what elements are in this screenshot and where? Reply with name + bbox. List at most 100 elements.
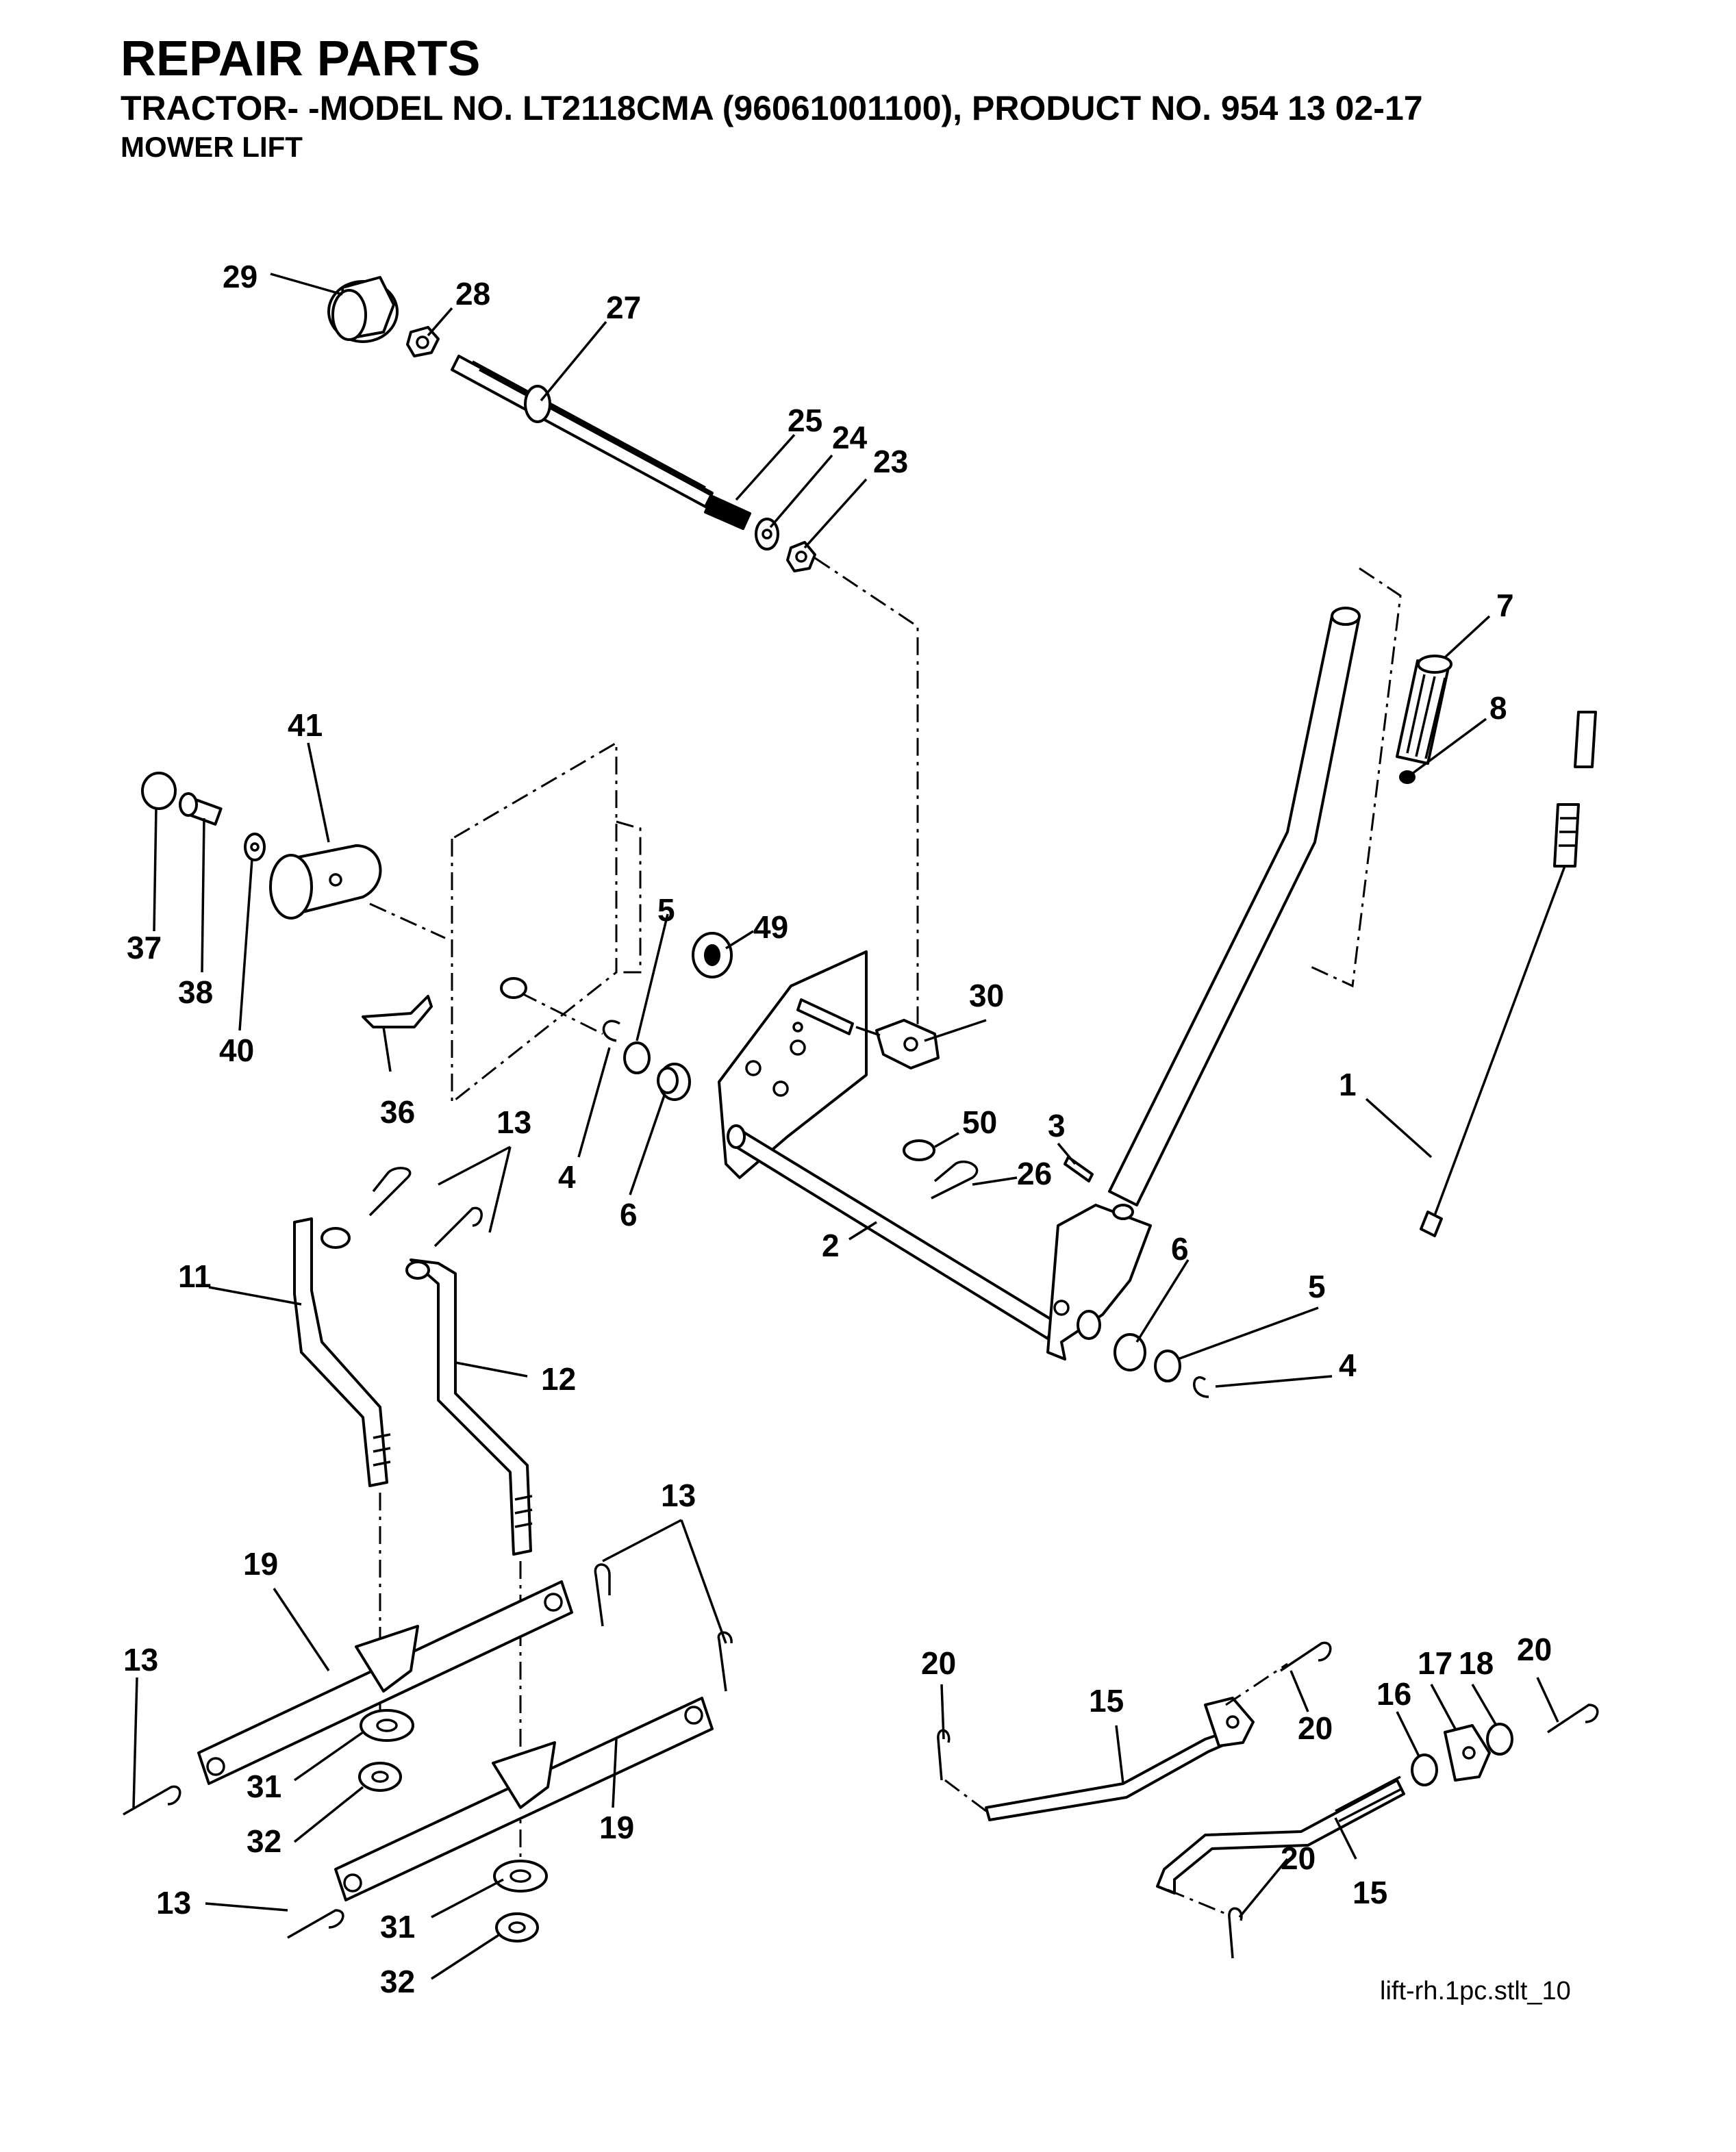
assembly-line-41	[369, 902, 446, 939]
e-clip-4-left	[602, 1020, 620, 1042]
callout-1: 1	[1339, 1067, 1357, 1102]
washer-40	[244, 833, 266, 861]
callout-49: 49	[753, 909, 788, 945]
washer-5-left	[623, 1041, 651, 1074]
callout-2: 2	[822, 1228, 840, 1263]
callout-20b: 20	[1298, 1710, 1333, 1746]
spring-25	[704, 495, 751, 530]
callout-50: 50	[962, 1104, 997, 1140]
section-title: MOWER LIFT	[121, 131, 303, 163]
bushing-6-left	[657, 1063, 691, 1101]
callout-13b: 13	[661, 1478, 696, 1513]
hairpin-13-right-a	[594, 1563, 611, 1627]
page-title: REPAIR PARTS	[121, 31, 481, 86]
callout-15b: 15	[1353, 1875, 1387, 1910]
shoulder-bolt-38	[179, 792, 223, 826]
callout-7: 7	[1496, 587, 1514, 623]
callout-36: 36	[380, 1094, 415, 1130]
hairpin-13-bottom	[287, 1909, 344, 1939]
e-clip-4-right	[1193, 1376, 1209, 1398]
callout-13a: 13	[496, 1104, 531, 1140]
nut-18	[1486, 1723, 1513, 1756]
lift-arm-19-lower	[334, 1697, 714, 1901]
trunnion-block-17	[1444, 1724, 1491, 1782]
callout-4b: 4	[1339, 1347, 1357, 1383]
callout-17: 17	[1418, 1645, 1452, 1681]
callout-38: 38	[178, 974, 213, 1010]
washer-50	[903, 1139, 935, 1161]
assembly-line-15-lower	[1167, 1888, 1226, 1915]
lock-nut-32-upper	[358, 1762, 402, 1792]
callout-31b: 31	[380, 1909, 415, 1945]
callout-3: 3	[1048, 1108, 1066, 1143]
washer-5-right	[1154, 1350, 1181, 1382]
callout-6b: 6	[1171, 1231, 1189, 1267]
callout-8: 8	[1489, 690, 1507, 726]
callout-19b: 19	[599, 1810, 634, 1845]
callout-28: 28	[455, 276, 490, 312]
hairpin-13-left	[123, 1785, 181, 1816]
callout-11: 11	[178, 1258, 212, 1294]
handle-grip	[1396, 655, 1452, 765]
callout-23: 23	[873, 444, 908, 479]
callout-27: 27	[606, 290, 641, 325]
lift-link-11	[293, 1217, 391, 1487]
callout-30: 30	[969, 978, 1004, 1013]
callout-13d: 13	[156, 1885, 191, 1921]
callout-20c: 20	[1517, 1632, 1552, 1667]
hairpin-13-top-b	[433, 1206, 483, 1248]
assembly-line-20-upper	[1225, 1662, 1288, 1706]
callout-32b: 32	[380, 1964, 415, 1999]
callout-5b: 5	[1308, 1269, 1326, 1304]
hairpin-20-top	[1280, 1641, 1332, 1672]
deck-rod-15-lower	[1156, 1775, 1405, 1895]
callout-24: 24	[832, 420, 868, 455]
callout-41: 41	[288, 707, 323, 743]
panel-spacer	[500, 977, 527, 999]
callout-4a: 4	[558, 1159, 576, 1195]
drawing-reference: lift-rh.1pc.stlt_10	[1380, 1977, 1571, 2005]
lift-handle	[1046, 607, 1361, 1360]
lift-shaft	[727, 1124, 1056, 1340]
lift-link-12	[405, 1258, 533, 1556]
retaining-ring-37	[141, 772, 177, 810]
grip-assembly-outline	[1307, 567, 1402, 988]
nut-16	[1411, 1754, 1438, 1786]
nut-23	[786, 541, 816, 572]
bracket-36	[362, 995, 433, 1028]
lock-nut-32-lower	[495, 1912, 539, 1942]
callout-16: 16	[1376, 1676, 1411, 1712]
hairpin-20-right	[1547, 1704, 1599, 1734]
assembly-line-23-30	[814, 557, 919, 1027]
flange-nut-31-upper	[360, 1709, 414, 1742]
flange-nut-31-lower	[493, 1860, 548, 1893]
assembly-line-shaft	[520, 991, 603, 1035]
threaded-adjustment-rod	[451, 355, 714, 508]
callout-20a: 20	[921, 1645, 956, 1681]
callout-15a: 15	[1089, 1683, 1124, 1719]
frame-panel-outline	[451, 741, 642, 1105]
callout-25: 25	[788, 403, 822, 438]
callout-labels: 29 28 27 25 24 23 7 8 41 37 38 40 36 5 4…	[123, 259, 1552, 1999]
lift-cable	[1420, 711, 1597, 1237]
model-subtitle: TRACTOR- -MODEL NO. LT2118CMA (960610011…	[121, 89, 1423, 127]
lift-bracket-plate	[718, 950, 868, 1179]
bushing-6-right	[1077, 1310, 1146, 1371]
spacer-washer-49	[692, 932, 733, 978]
callout-6a: 6	[620, 1197, 638, 1232]
trunnion-30	[855, 1019, 940, 1069]
hairpin-13-top-a	[368, 1167, 412, 1217]
assembly-line-15-upper	[944, 1779, 987, 1812]
lift-arm-19-upper	[197, 1580, 573, 1785]
callout-29: 29	[223, 259, 257, 294]
page-header: REPAIR PARTS TRACTOR- -MODEL NO. LT2118C…	[121, 30, 1423, 166]
hairpin-26	[931, 1161, 979, 1200]
callout-37: 37	[127, 930, 162, 965]
callout-32a: 32	[247, 1823, 281, 1859]
deck-rod-15-upper	[985, 1697, 1255, 1821]
callout-12: 12	[541, 1361, 576, 1397]
leader-lines	[132, 273, 1559, 1980]
callout-19a: 19	[243, 1546, 278, 1582]
callout-5a: 5	[657, 892, 675, 928]
